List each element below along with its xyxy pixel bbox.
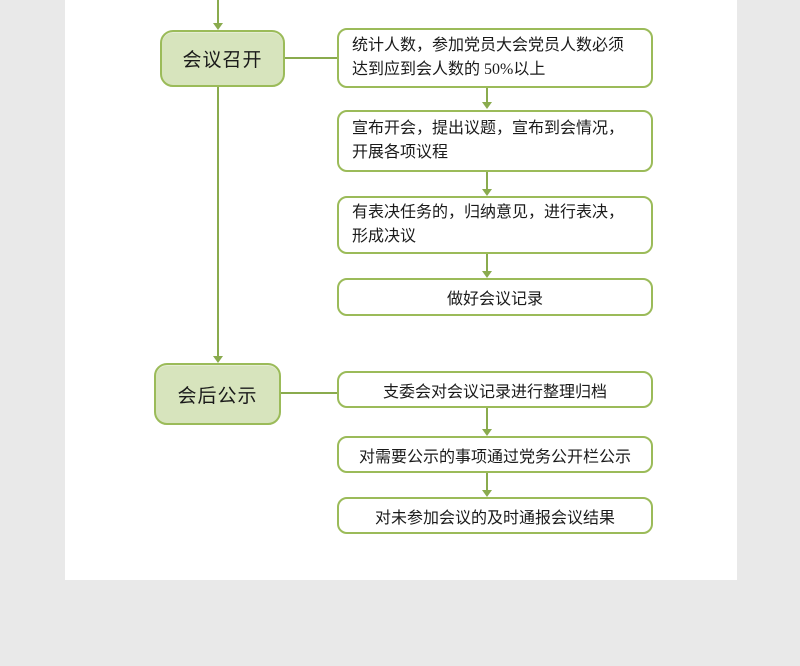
arrow-down-icon: [482, 102, 492, 109]
step-text-line: 对未参加会议的及时通报会议结果: [374, 509, 615, 527]
document-canvas: 会议召开 统计人数，参加党员大会党员人数必须 达到应到会人数的 50%以上 宣布…: [65, 0, 737, 580]
connector-stage1-step1: [285, 57, 337, 59]
step-node-public-board: 对需要公示的事项通过党务公开栏公示: [337, 436, 653, 473]
stage-label: 会议召开: [182, 50, 263, 71]
step-text-line: 做好会议记录: [446, 291, 543, 308]
arrow-down-icon: [482, 429, 492, 436]
arrow-down-icon: [213, 356, 223, 363]
step-text-line: 有表决任务的，归纳意见，进行表决，: [352, 204, 625, 221]
step-text-line: 宣布开会，提出议题，宣布到会情况，: [352, 120, 625, 137]
step-text-line: 开展各项议程: [352, 144, 449, 161]
connector-step2-step3: [486, 172, 488, 190]
stage-label: 会后公示: [177, 385, 258, 407]
step-node-vote-resolution: 有表决任务的，归纳意见，进行表决， 形成决议: [337, 196, 653, 254]
arrow-down-icon: [482, 189, 492, 196]
stage-node-meeting-convene: 会议召开: [160, 30, 285, 87]
connector-top-incoming: [217, 0, 219, 24]
arrow-down-icon: [482, 271, 492, 278]
step-text-line: 支委会对会议记录进行整理归档: [382, 383, 607, 401]
connector-stage1-stage2: [217, 87, 219, 357]
connector-step3-step4: [486, 254, 488, 272]
step-node-archive-minutes: 支委会对会议记录进行整理归档: [337, 371, 653, 408]
connector-step6-step7: [486, 473, 488, 491]
step-text-line: 达到应到会人数的 50%以上: [352, 61, 546, 78]
stage-node-post-meeting-publicity: 会后公示: [154, 363, 281, 425]
connector-step5-step6: [486, 408, 488, 430]
step-node-notify-absentees: 对未参加会议的及时通报会议结果: [337, 497, 653, 534]
arrow-down-icon: [213, 23, 223, 30]
step-text-line: 统计人数，参加党员大会党员人数必须: [352, 37, 625, 54]
step-node-announce-open: 宣布开会，提出议题，宣布到会情况， 开展各项议程: [337, 110, 653, 172]
connector-stage2-step5: [281, 392, 337, 394]
step-node-count-attendees: 统计人数，参加党员大会党员人数必须 达到应到会人数的 50%以上: [337, 28, 653, 88]
step-node-meeting-minutes: 做好会议记录: [337, 278, 653, 316]
step-text-line: 对需要公示的事项通过党务公开栏公示: [358, 448, 631, 466]
arrow-down-icon: [482, 490, 492, 497]
step-text-line: 形成决议: [352, 228, 417, 245]
connector-step1-step2: [486, 88, 488, 103]
